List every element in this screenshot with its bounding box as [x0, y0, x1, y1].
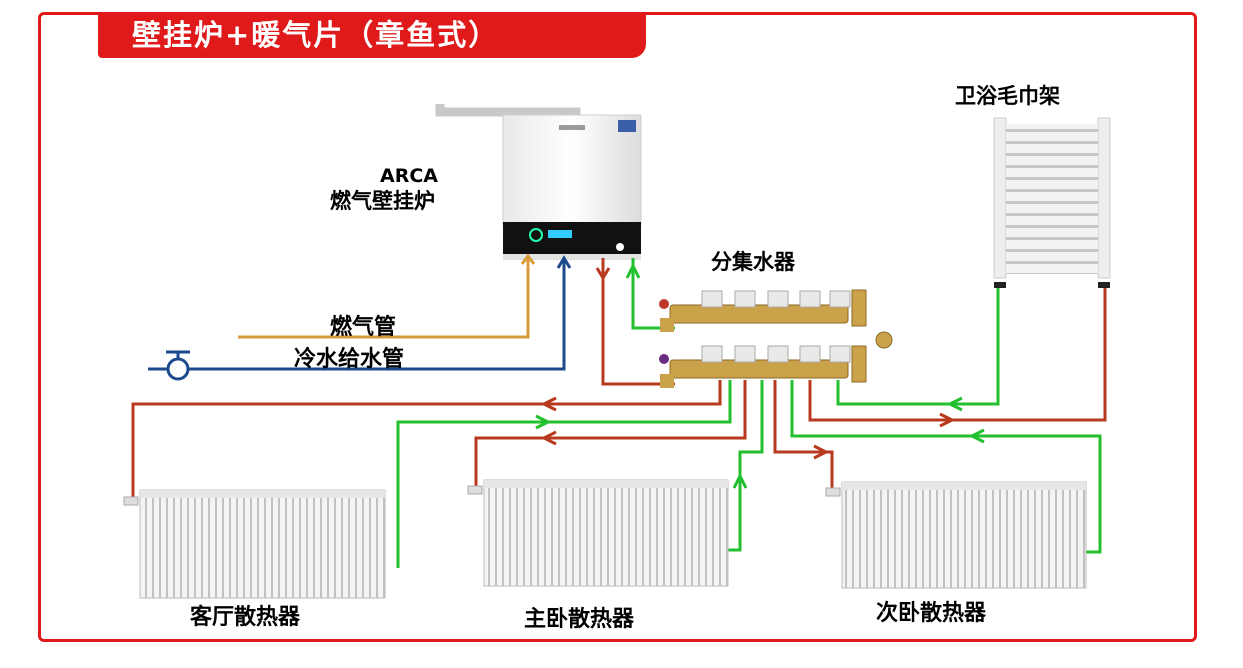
boiler-supply-pipe — [601, 258, 675, 386]
power-knob-icon — [616, 243, 624, 251]
display-icon — [529, 228, 543, 242]
cold-water-pipe-line — [148, 258, 566, 371]
gas-pipe-line — [238, 258, 530, 339]
manifold-label: 分集水器 — [711, 250, 795, 274]
diagram-title: 壁挂炉+暖气片（章鱼式） — [98, 12, 646, 58]
living-room-return-pipe — [396, 380, 732, 568]
boiler-badge — [618, 120, 636, 132]
water-valve-icon — [166, 350, 190, 381]
radiator-second-label: 次卧散热器 — [876, 601, 987, 626]
master-supply-pipe — [474, 380, 747, 490]
manifold-valve-icon — [659, 354, 669, 364]
boiler-return-pipe — [631, 258, 675, 330]
radiator-master-bedroom — [467, 479, 729, 587]
boiler-name-label: 燃气壁挂炉 — [330, 189, 435, 213]
radiator-master-label: 主卧散热器 — [524, 607, 635, 632]
towel-rack-return-pipe — [836, 288, 1000, 406]
gas-pipe-label: 燃气管 — [330, 315, 397, 340]
towel-rack-supply-pipe — [808, 288, 1107, 422]
manifold-valve-icon — [659, 299, 669, 309]
living-room-supply-pipe — [131, 380, 722, 497]
manifold-assembly — [659, 289, 893, 388]
radiator-living-label: 客厅散热器 — [190, 605, 301, 630]
towel-rack-label: 卫浴毛巾架 — [955, 84, 1060, 108]
radiator-second-bedroom — [825, 481, 1087, 589]
water-pipe-label: 冷水给水管 — [294, 347, 405, 372]
master-return-pipe — [725, 380, 764, 552]
radiator-living-room — [123, 489, 386, 599]
second-supply-pipe — [773, 380, 834, 490]
gas-boiler — [435, 104, 642, 260]
towel-rack — [993, 117, 1111, 288]
boiler-brand-label: ARCA — [380, 165, 438, 187]
second-return-pipe — [790, 380, 1102, 554]
